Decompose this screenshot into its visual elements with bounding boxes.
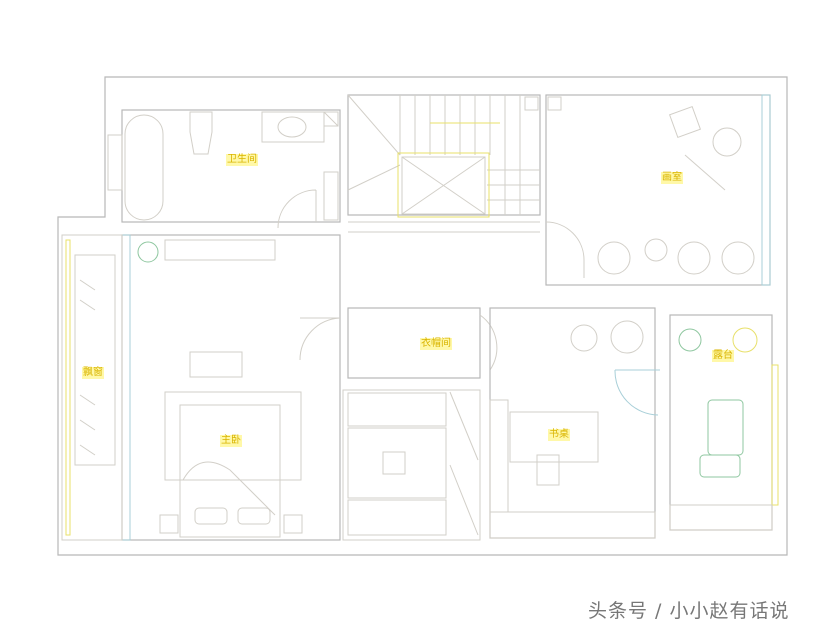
room-label-terrace: 露台 [712,350,734,362]
bathroom [107,109,341,229]
room-label-cloakroom: 衣帽间 [420,338,452,350]
room-label-bay-window: 飘窗 [82,367,104,379]
bay-window [61,234,123,541]
terrace [669,314,779,531]
cloakroom [347,307,498,379]
master-bedroom [121,234,341,541]
staircase [347,94,541,233]
watermark: 头条号 / 小小赵有话说 [588,600,790,622]
room-label-desk: 书桌 [548,429,570,441]
room-label-master-bedroom: 主卧 [220,435,242,447]
room-label-studio: 画室 [661,172,683,184]
study [489,307,660,539]
studio [545,94,771,286]
room-label-bathroom: 卫生间 [226,154,258,166]
wardrobe [342,389,481,541]
outer-wall [57,76,788,556]
